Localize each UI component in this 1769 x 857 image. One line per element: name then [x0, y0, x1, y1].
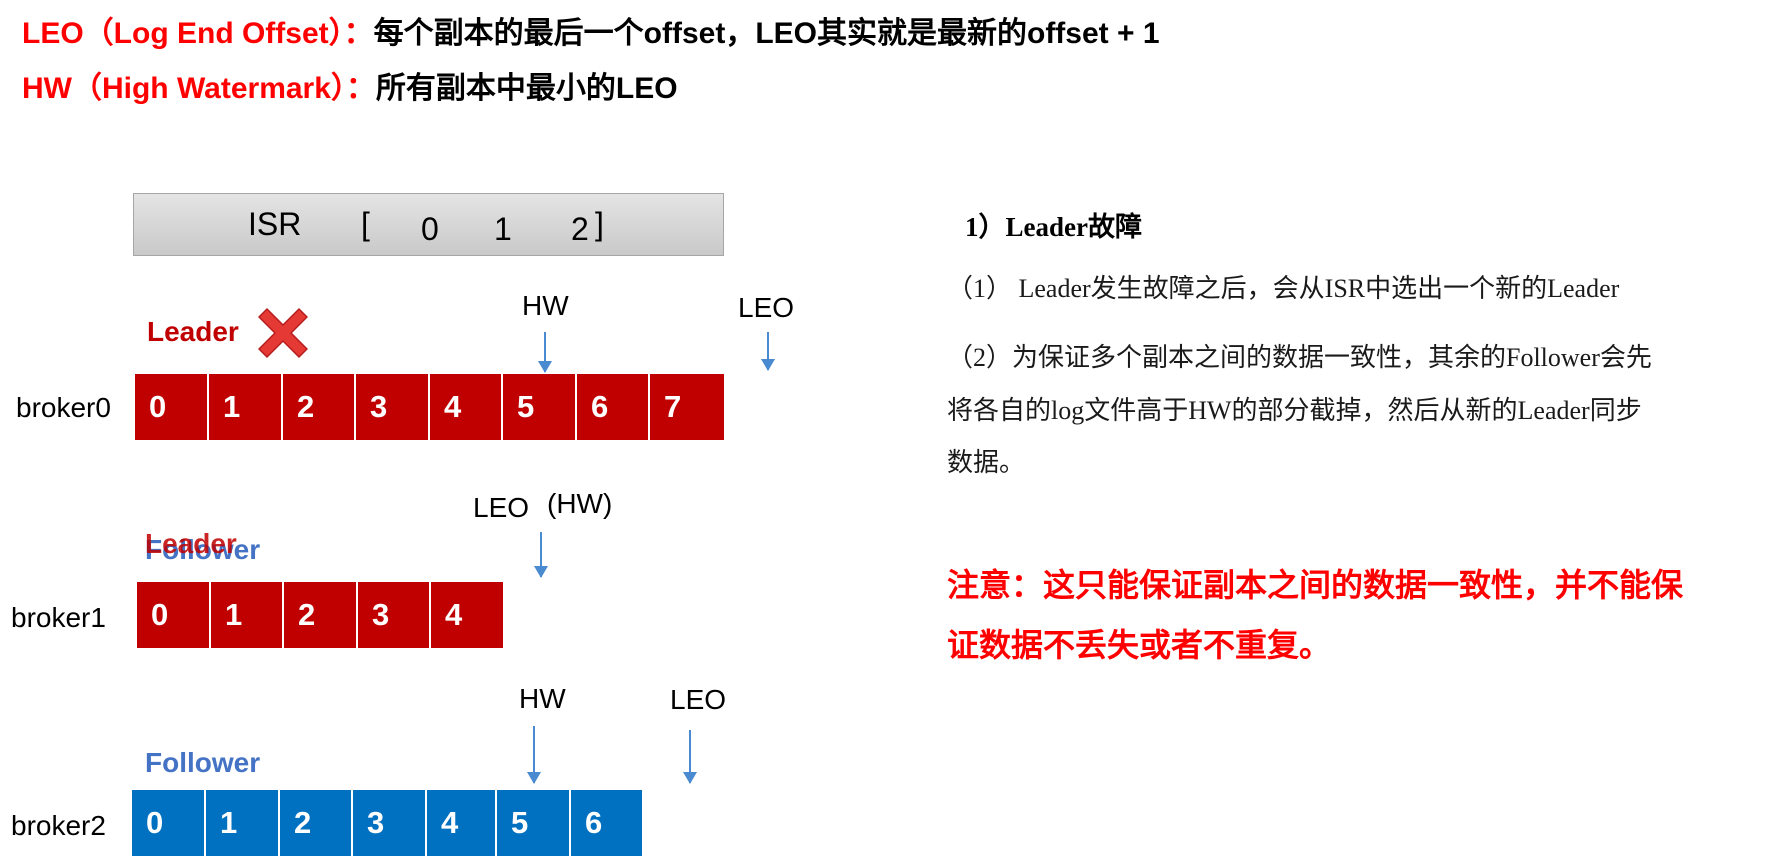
failure-x-icon	[258, 308, 308, 358]
isr-close-bracket: ]	[595, 206, 604, 242]
broker0-log: 0 1 2 3 4 5 6 7	[135, 374, 724, 440]
log-cell: 5	[503, 374, 577, 440]
broker2-leo-arrow	[683, 730, 697, 784]
log-cell: 6	[577, 374, 650, 440]
broker1-label: broker1	[11, 602, 106, 633]
explanation-title: 1）Leader故障	[965, 212, 1142, 242]
hw-term: HW（High Watermark）：	[22, 72, 376, 105]
log-cell: 1	[211, 582, 284, 648]
isr-replica-1: 1	[494, 211, 512, 247]
broker1-new-role: Leader	[145, 528, 237, 559]
log-cell: 1	[206, 790, 280, 856]
broker0-leo-arrow	[761, 332, 775, 371]
broker0-hw-arrow	[538, 332, 552, 373]
isr-replica-2: 2	[571, 211, 589, 247]
log-cell: 3	[356, 374, 430, 440]
log-cell: 6	[571, 790, 642, 856]
explanation-step-1: （1） Leader发生故障之后，会从ISR中选出一个新的Leader	[947, 274, 1620, 303]
log-cell: 4	[430, 374, 503, 440]
log-cell: 5	[497, 790, 571, 856]
broker1-old-role: Follower	[145, 534, 261, 565]
broker1-leo-arrow	[534, 532, 548, 578]
explanation-step-2-line-1: （2）为保证多个副本之间的数据一致性，其余的Follower会先	[947, 343, 1652, 372]
log-cell: 0	[132, 790, 206, 856]
broker0-label: broker0	[16, 392, 111, 423]
broker2-role: Follower	[145, 747, 261, 778]
isr-replica-0: 0	[421, 211, 439, 247]
isr-open-bracket: [	[361, 206, 370, 242]
isr-bar: ISR [ 0 1 2 ]	[133, 193, 724, 256]
leo-description: 每个副本的最后一个offset，LEO其实就是最新的offset + 1	[373, 17, 1160, 50]
broker2-log: 0 1 2 3 4 5 6	[132, 790, 642, 856]
broker1-leo-label: LEO	[473, 492, 530, 523]
warning-note-line-2: 证数据不丢失或者不重复。	[947, 626, 1332, 664]
leo-term: LEO（Log End Offset）：	[22, 17, 374, 50]
log-cell: 2	[283, 374, 356, 440]
log-cell: 0	[135, 374, 209, 440]
warning-note-line-1: 注意：这只能保证副本之间的数据一致性，并不能保	[947, 566, 1684, 604]
hw-description: 所有副本中最小的LEO	[375, 72, 678, 105]
broker2-leo-label: LEO	[670, 684, 727, 715]
broker0-leo-label: LEO	[738, 292, 795, 323]
broker1-log: 0 1 2 3 4	[137, 582, 503, 648]
leo-definition: LEO（Log End Offset）：每个副本的最后一个offset，LEO其…	[22, 8, 1160, 52]
broker0-hw-label: HW	[522, 290, 569, 321]
isr-label: ISR	[248, 206, 302, 242]
broker2-label: broker2	[11, 810, 106, 841]
log-cell: 0	[137, 582, 211, 648]
log-cell: 2	[280, 790, 353, 856]
log-cell: 4	[431, 582, 503, 648]
log-cell: 3	[358, 582, 431, 648]
log-cell: 7	[650, 374, 724, 440]
log-cell: 4	[427, 790, 497, 856]
broker0-role: Leader	[147, 316, 239, 347]
broker1-hw-label: (HW)	[547, 488, 613, 519]
broker2-hw-label: HW	[519, 683, 566, 714]
explanation-step-2-line-3: 数据。	[947, 448, 1026, 477]
log-cell: 3	[353, 790, 427, 856]
hw-definition: HW（High Watermark）：所有副本中最小的LEO	[22, 63, 678, 107]
log-cell: 2	[284, 582, 358, 648]
explanation-step-2-line-2: 将各自的log文件高于HW的部分截掉，然后从新的Leader同步	[947, 396, 1642, 425]
broker2-hw-arrow	[527, 726, 541, 784]
log-cell: 1	[209, 374, 283, 440]
